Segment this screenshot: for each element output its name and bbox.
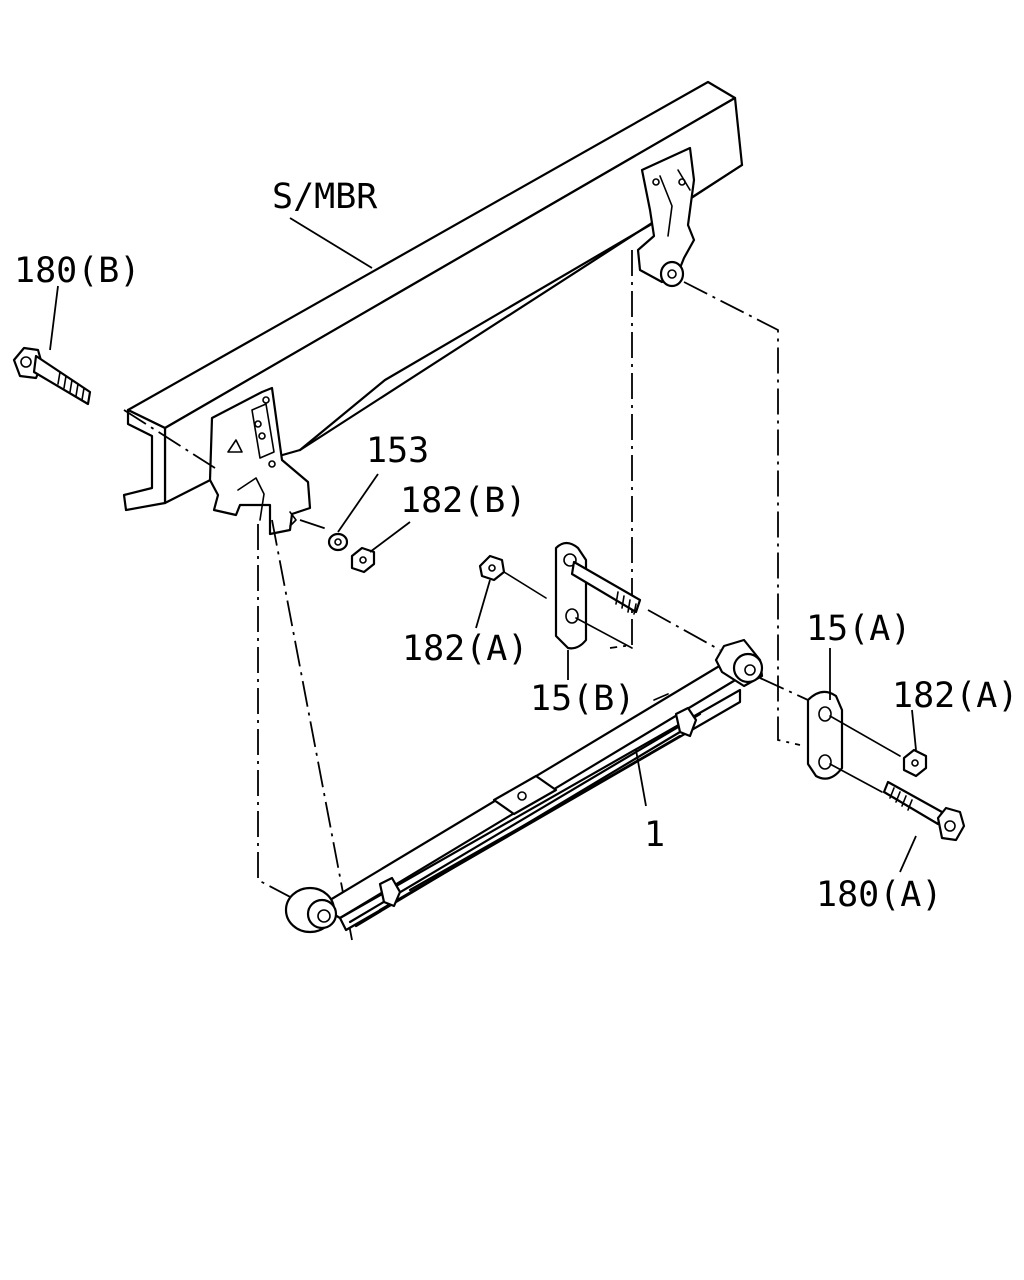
label-1: 1 [644, 815, 665, 855]
label-182b: 182(B) [400, 481, 526, 521]
label-180a: 180(A) [816, 875, 942, 915]
center-lines [123, 250, 809, 941]
label-182a-left: 182(A) [402, 629, 528, 669]
nut-182a-left [478, 554, 547, 599]
nut-182a-right [902, 748, 928, 778]
label-15a: 15(A) [806, 609, 911, 649]
front-hanger-bracket [208, 386, 312, 536]
label-180b: 180(B) [14, 251, 140, 291]
label-smbr: S/MBR [272, 177, 378, 217]
shackle-plate-15a [806, 690, 901, 793]
rear-hanger-bracket [636, 146, 696, 288]
label-15b: 15(B) [530, 679, 635, 719]
label-182a-right: 182(A) [892, 676, 1018, 716]
nut-182b [350, 546, 376, 574]
bolt-180a [882, 780, 966, 842]
leaf-spring [284, 638, 764, 934]
label-153: 153 [366, 431, 429, 471]
washer-153 [327, 532, 349, 552]
frame-side-member [122, 80, 744, 512]
shackle-plate-15b [554, 541, 642, 650]
bolt-180b [12, 346, 92, 406]
leader-lines [49, 217, 917, 873]
